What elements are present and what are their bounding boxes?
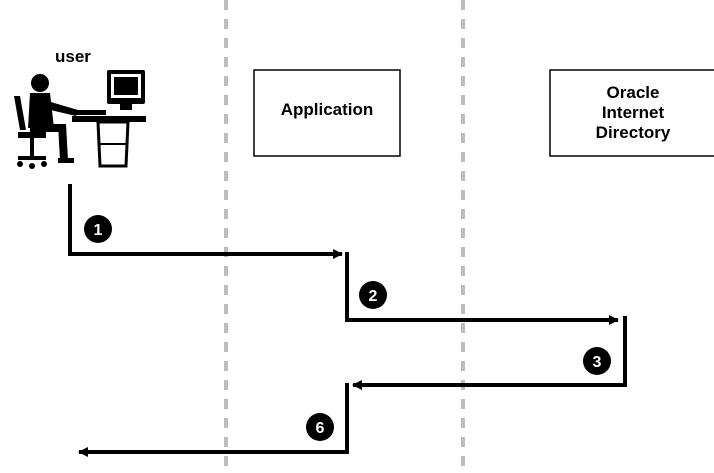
step-6-arrow bbox=[78, 383, 349, 457]
oid-box bbox=[549, 69, 714, 157]
oid-label-line-3: Directory bbox=[596, 123, 671, 142]
step-3-badge: 3 bbox=[583, 347, 611, 375]
application-label: Application bbox=[281, 100, 374, 119]
step-3-arrow bbox=[352, 316, 627, 390]
oid-label-line-2: Internet bbox=[602, 103, 665, 122]
application-box bbox=[253, 69, 401, 157]
step-6-badge: 6 bbox=[306, 413, 334, 441]
oid-label-line-1: Oracle bbox=[607, 83, 660, 102]
step-2-arrow bbox=[345, 252, 619, 325]
step-1-arrow bbox=[68, 184, 343, 259]
step-6-number: 6 bbox=[316, 420, 325, 437]
user-at-computer-icon bbox=[14, 70, 146, 169]
step-1-number: 1 bbox=[94, 222, 103, 239]
step-2-number: 2 bbox=[369, 288, 378, 305]
step-1-badge: 1 bbox=[84, 215, 112, 243]
step-2-badge: 2 bbox=[359, 281, 387, 309]
user-label: user bbox=[55, 47, 91, 66]
step-3-number: 3 bbox=[593, 354, 602, 371]
